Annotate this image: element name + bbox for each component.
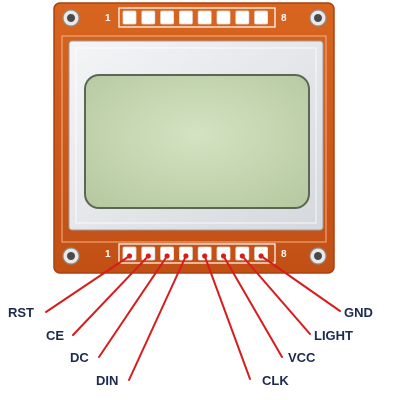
header-pin-8 (254, 10, 269, 25)
wire-anchor-rst (126, 253, 133, 259)
lcd-frame-inner (75, 47, 317, 224)
header-pin-5 (197, 10, 212, 25)
header-pin-3 (160, 10, 175, 25)
footer-pin-frame (118, 243, 276, 264)
wire-anchor-dc (164, 253, 170, 259)
mounting-hole-top-left (62, 9, 80, 27)
wire-anchor-light (239, 253, 245, 259)
wire-anchor-ce (145, 253, 151, 259)
silkscreen-border (61, 35, 327, 243)
signal-label-din: DIN (96, 373, 118, 388)
header-pin-1 (122, 10, 137, 25)
wire-rst (45, 255, 131, 313)
wire-dc (98, 255, 169, 358)
mounting-hole-bottom-right (309, 247, 327, 265)
footer-pin-first-label: 1 (105, 249, 111, 260)
wire-gnd (260, 255, 341, 312)
header-pin-frame (118, 7, 276, 28)
signal-label-gnd: GND (344, 305, 373, 320)
signal-label-rst: RST (8, 305, 34, 320)
signal-label-vcc: VCC (288, 350, 316, 365)
mounting-hole-bottom-left (62, 247, 80, 265)
header-pin-2 (141, 10, 156, 25)
wire-anchor-gnd (258, 253, 264, 259)
wire-anchor-vcc (220, 253, 227, 259)
wire-anchor-din (183, 253, 189, 259)
header-pin-4 (178, 10, 193, 25)
header-pin-first-label: 1 (105, 13, 111, 24)
header-pins (122, 10, 269, 25)
signal-label-light: LIGHT (314, 328, 353, 343)
signal-labels: RST CE DC DIN CLK VCC LIGHT GND (8, 305, 373, 388)
wire-vcc (222, 255, 283, 358)
lcd-screen (84, 74, 310, 209)
signal-wires (45, 253, 341, 381)
header-pin-6 (216, 10, 231, 25)
signal-label-clk: CLK (262, 373, 289, 388)
mounting-hole-top-right (309, 9, 327, 27)
wire-clk (203, 255, 251, 380)
signal-label-ce: CE (46, 328, 64, 343)
header-pin-strip: 1 8 (105, 7, 287, 28)
wire-din (128, 255, 187, 381)
footer-pin-strip: 1 8 (105, 243, 287, 264)
header-pin-last-label: 8 (281, 13, 287, 24)
footer-pin-last-label: 8 (281, 249, 287, 260)
wire-light (241, 255, 311, 335)
header-pin-7 (235, 10, 250, 25)
wire-anchor-clk (202, 253, 208, 259)
signal-label-dc: DC (70, 350, 89, 365)
wire-ce (72, 255, 150, 336)
